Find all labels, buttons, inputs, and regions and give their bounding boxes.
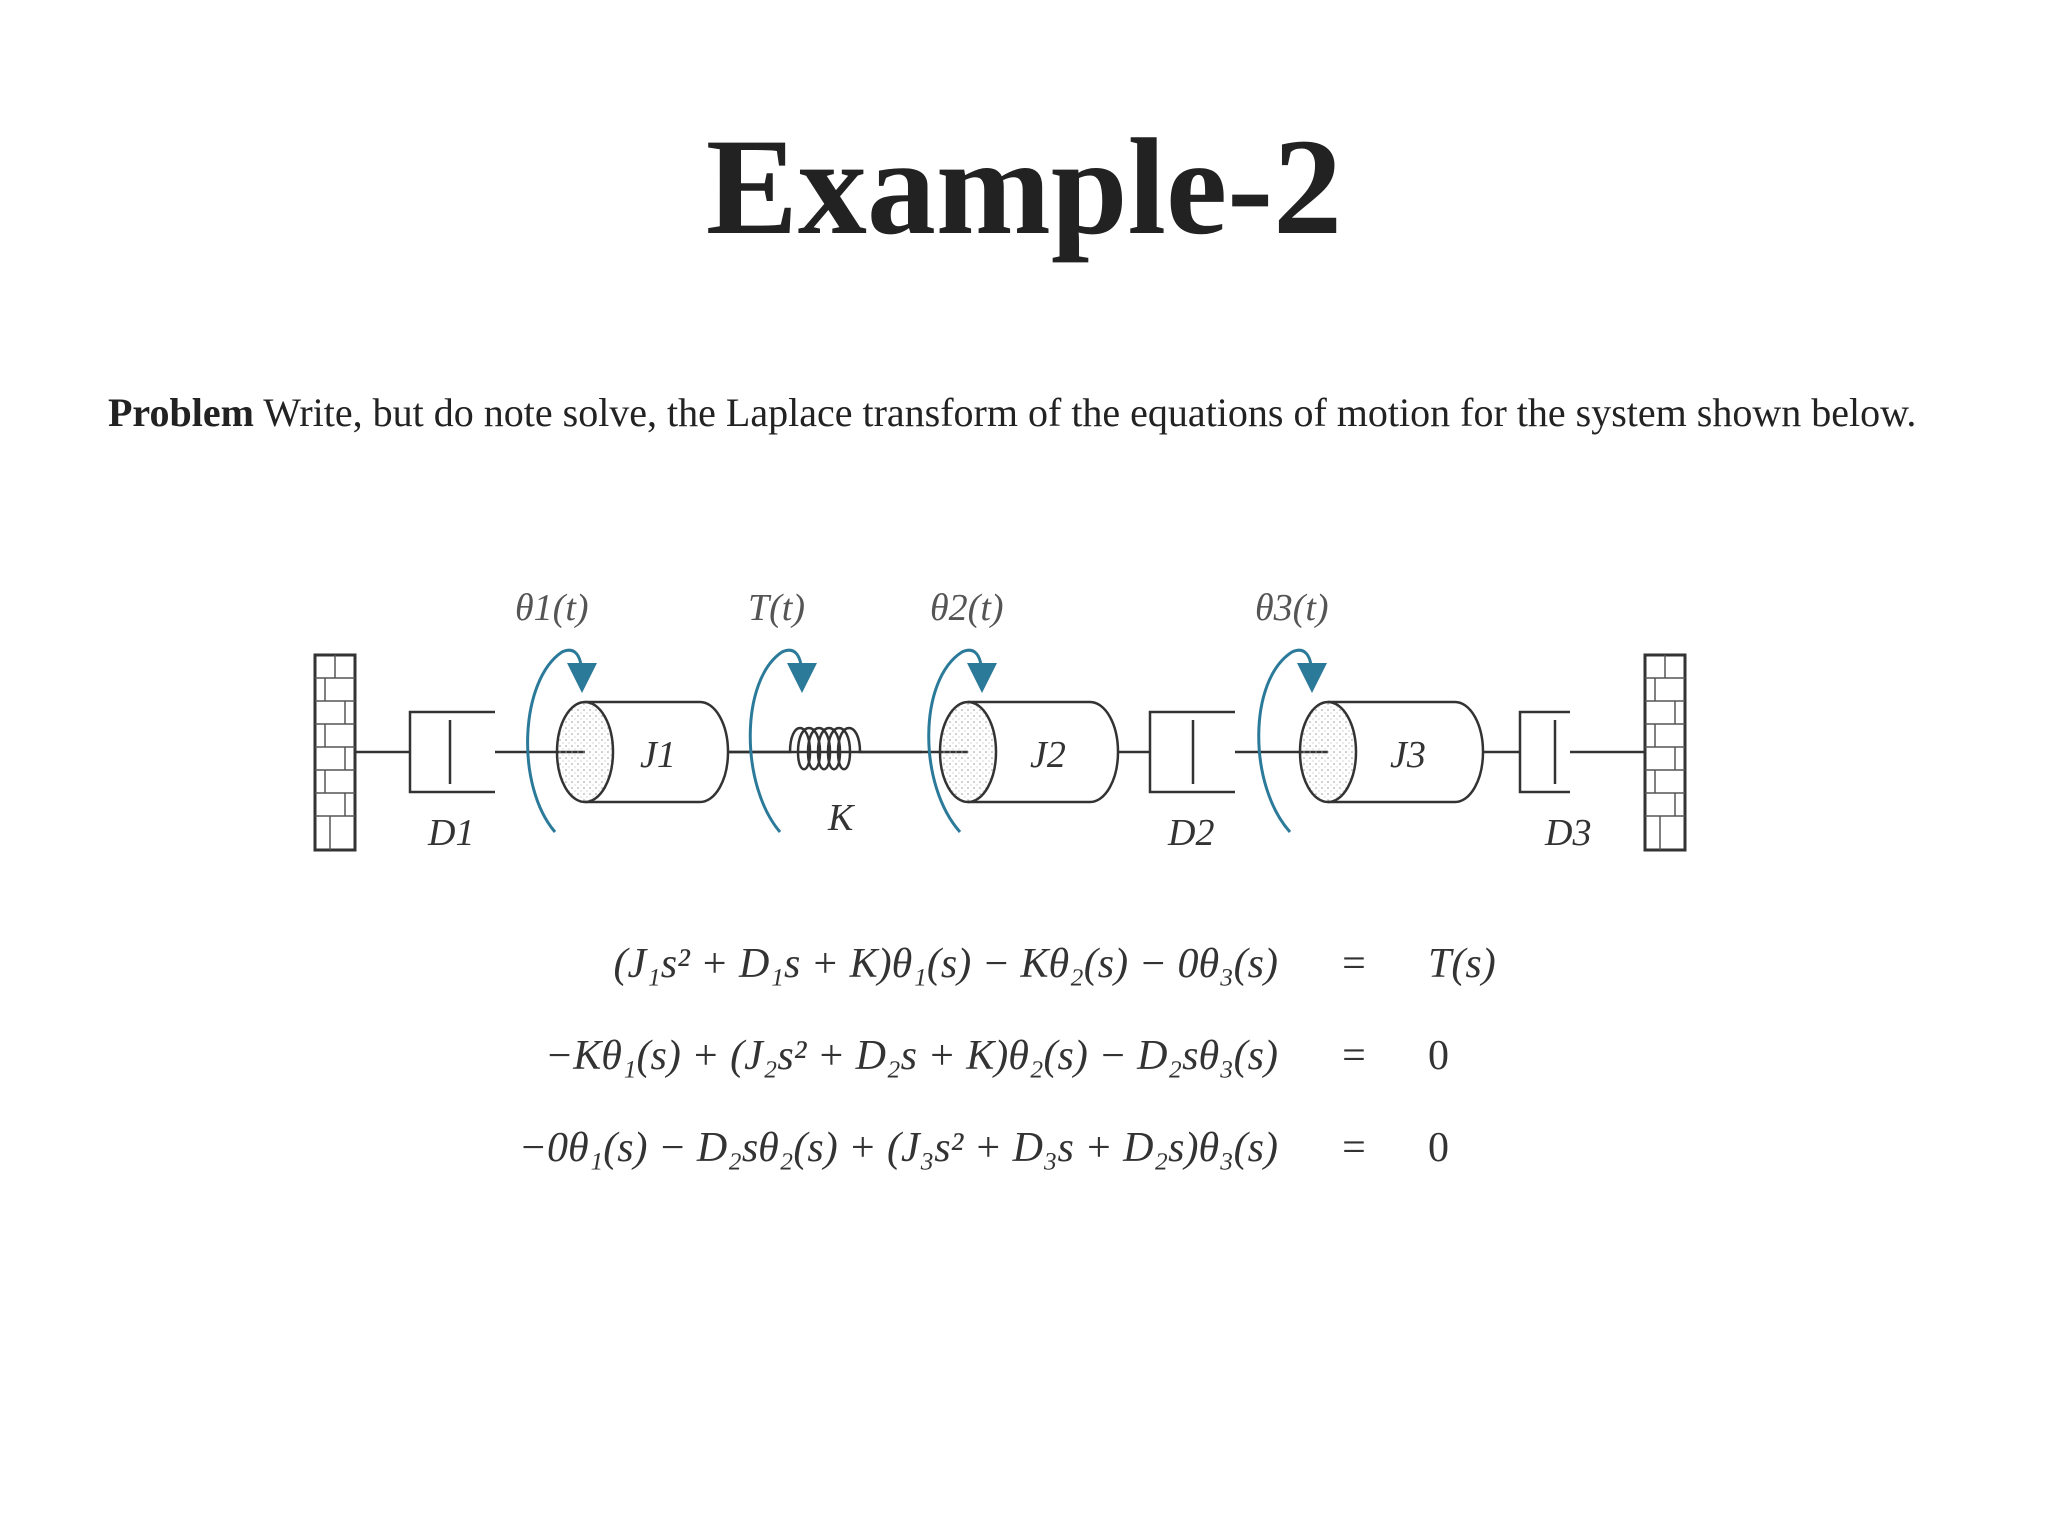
theta2-arrow-icon xyxy=(927,648,997,833)
right-wall xyxy=(1585,653,1687,852)
damper-d3 xyxy=(1518,710,1570,794)
rotational-system-diagram: θ1(t) T(t) θ2(t) θ3(t) J1 J2 J3 K D1 D2 … xyxy=(313,587,1687,854)
inertia-j3 xyxy=(1298,700,1485,804)
d1-label: D1 xyxy=(427,812,474,854)
equation-rhs: 0 xyxy=(1428,1125,1449,1171)
theta3-arrow-icon xyxy=(1257,648,1327,833)
equation-sign: = xyxy=(1342,1033,1366,1079)
d2-label: D2 xyxy=(1167,812,1214,854)
theta2-label: θ2(t) xyxy=(930,587,1004,629)
equation-rhs: T(s) xyxy=(1428,941,1496,987)
equation-row-3: −0θ₁(s) − D₂sθ₂(s) + (J₃s² + D₃s + D₂s)θ… xyxy=(0,1124,2048,1184)
left-wall xyxy=(313,653,357,852)
inertia-j2 xyxy=(938,700,1120,804)
equation-sign: = xyxy=(1342,1125,1366,1171)
problem-label: Problem xyxy=(108,390,254,435)
j2-label: J2 xyxy=(1030,734,1066,776)
damper-d1 xyxy=(408,710,495,794)
problem-text: Write, but do note solve, the Laplace tr… xyxy=(263,390,1917,435)
slide-title: Example-2 xyxy=(705,110,1343,263)
theta1-label: θ1(t) xyxy=(515,587,589,629)
equation-rhs: 0 xyxy=(1428,1033,1449,1079)
k-label: K xyxy=(827,797,855,839)
equation-lhs: −Kθ₁(s) + (J₂s² + D₂s + K)θ₂(s) − D₂sθ₃(… xyxy=(544,1033,1278,1079)
equation-sign: = xyxy=(1342,941,1366,987)
problem-statement: Problem Write, but do note solve, the La… xyxy=(108,378,1948,448)
equation-row-2: −Kθ₁(s) + (J₂s² + D₂s + K)θ₂(s) − D₂sθ₃(… xyxy=(0,1032,2048,1092)
inertia-j1 xyxy=(555,700,730,804)
torque-arrow-icon xyxy=(748,648,817,833)
equation-lhs: (J₁s² + D₁s + K)θ₁(s) − Kθ₂(s) − 0θ₃(s) xyxy=(613,941,1278,987)
equation-lhs: −0θ₁(s) − D₂sθ₂(s) + (J₃s² + D₃s + D₂s)θ… xyxy=(518,1125,1278,1171)
damper-d2 xyxy=(1148,710,1235,794)
equation-row-1: (J₁s² + D₁s + K)θ₁(s) − Kθ₂(s) − 0θ₃(s) … xyxy=(0,940,2048,1000)
torque-label: T(t) xyxy=(748,587,805,629)
theta3-label: θ3(t) xyxy=(1255,587,1329,629)
d3-label: D3 xyxy=(1544,812,1591,854)
theta1-arrow-icon xyxy=(526,648,597,833)
spring-k xyxy=(728,726,922,771)
j1-label: J1 xyxy=(640,734,676,776)
j3-label: J3 xyxy=(1390,734,1426,776)
